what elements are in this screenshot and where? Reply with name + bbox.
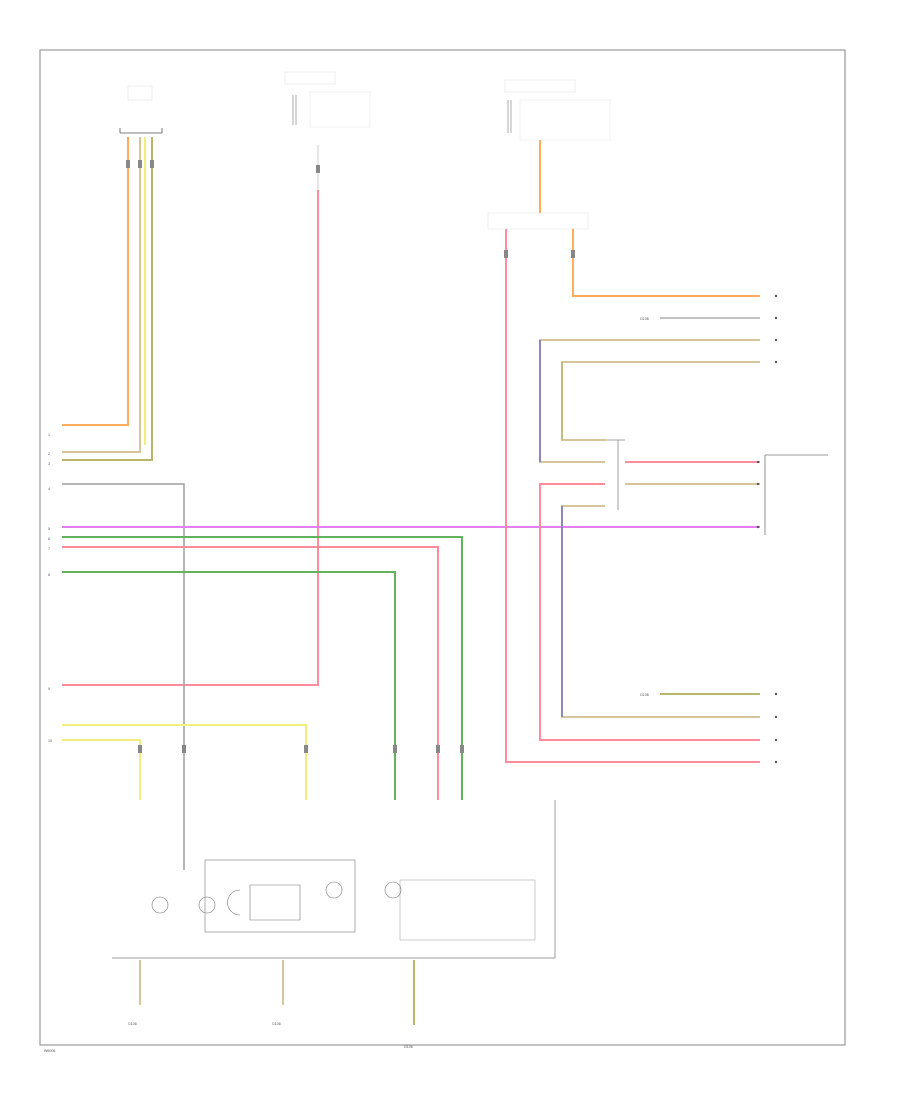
ground-label-1: G106: [128, 1022, 137, 1026]
wire-green-1: [62, 536, 463, 800]
left-harness: [62, 137, 153, 461]
wire-markers: [126, 160, 575, 753]
ground-label-2: G106: [272, 1022, 281, 1026]
wire-tan-loop: [539, 339, 760, 463]
wire-top-middle: [62, 145, 319, 686]
wire-pink-mid: [62, 546, 439, 800]
right-connector-pins: [756, 294, 778, 764]
top-right-component: [504, 79, 611, 141]
diagram-frame: [39, 49, 846, 1046]
ground-label-right-2: G106: [640, 693, 649, 697]
left-pin-4: 4: [48, 487, 50, 491]
left-pin-6: 6: [48, 537, 50, 541]
wire-pink-lower: [539, 483, 760, 741]
left-pin-1: 1: [48, 433, 50, 437]
left-pin-5: 5: [48, 527, 50, 531]
wire-yellow-2: [62, 739, 141, 800]
left-pin-10: 10: [48, 739, 52, 743]
ground-label-right-1: G106: [640, 317, 649, 321]
wire-gray-left: [62, 483, 185, 870]
switch-block: [605, 439, 625, 510]
right-module-bracket: [764, 454, 828, 535]
left-pin-9: 9: [48, 687, 50, 691]
top-middle-component: [284, 71, 371, 128]
wire-tan-2: [561, 361, 760, 441]
wire-tan-lower: [561, 505, 760, 718]
left-pin-8: 8: [48, 573, 50, 577]
bottom-stubs: [139, 960, 415, 1025]
wire-pink-right: [505, 229, 760, 763]
bottom-module: [112, 800, 556, 959]
ground-label-3: G106: [404, 1045, 413, 1049]
left-pin-3: 3: [48, 462, 50, 466]
wire-green-2: [62, 571, 396, 800]
top-left-component: [119, 85, 163, 134]
wire-yellow-1: [62, 724, 307, 800]
wire-orange-right: [539, 140, 760, 297]
left-pin-2: 2: [48, 452, 50, 456]
diagram-id: W6006: [44, 1049, 55, 1053]
splice-connector: [487, 212, 589, 230]
left-pin-7: 7: [48, 547, 50, 551]
